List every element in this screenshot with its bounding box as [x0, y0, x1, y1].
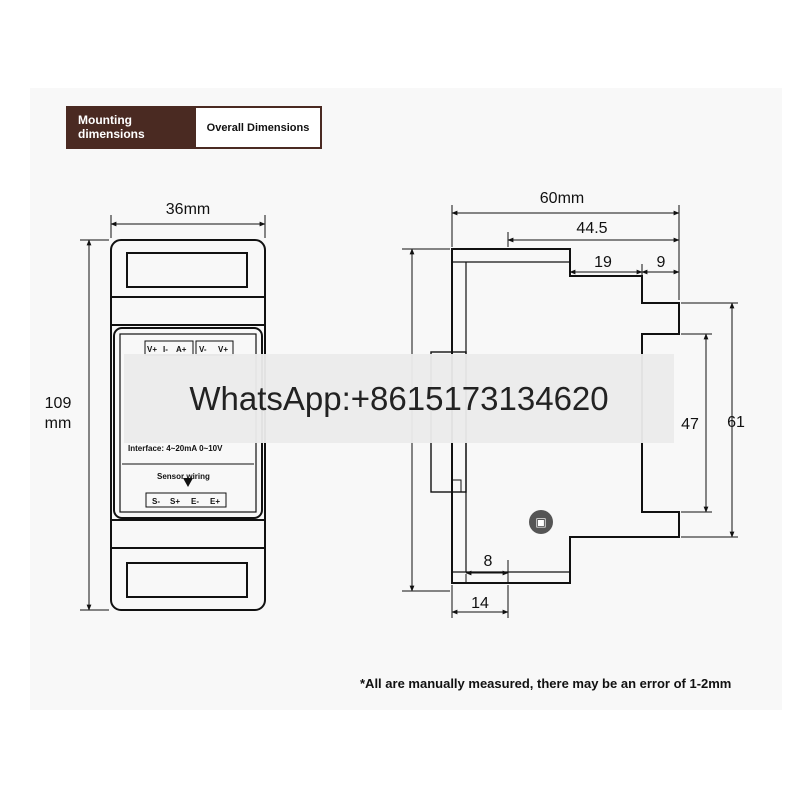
dim-19-label: 19: [594, 254, 612, 271]
interface-text: Interface: 4~20mA 0~10V: [128, 444, 223, 453]
dim-109-unit: mm: [45, 415, 72, 432]
dim-9-label: 9: [657, 254, 666, 271]
dimension-tabs: Mounting dimensions Overall Dimensions: [66, 106, 322, 149]
terminal-label: A+: [176, 345, 187, 354]
front-top-window: [126, 252, 248, 288]
dim-109-value: 109: [45, 395, 72, 412]
image-search-button[interactable]: ▣: [529, 510, 553, 534]
terminal-label: V-: [199, 345, 207, 354]
dim-61-label: 61: [727, 414, 745, 431]
terminal-label: V+: [147, 345, 157, 354]
sensor-arrow-icon: [183, 478, 193, 487]
dim-14-label: 14: [471, 595, 489, 612]
front-bottom-window: [126, 562, 248, 598]
tab-overall-dimensions[interactable]: Overall Dimensions: [206, 121, 310, 134]
front-top-terminal-labels: V+ I- A+ V- V+: [147, 345, 228, 354]
side-view: [430, 248, 680, 584]
terminal-label: S-: [152, 497, 160, 506]
dim-60-label: 60mm: [540, 190, 584, 207]
dim-44-5-label: 44.5: [576, 220, 607, 237]
side-housing: [451, 248, 680, 584]
dim-36-label: 36mm: [166, 201, 210, 218]
terminal-label: I-: [163, 345, 168, 354]
terminal-label: E+: [210, 497, 220, 506]
measurement-note: *All are manually measured, there may be…: [360, 676, 732, 691]
dim-8-label: 8: [484, 553, 493, 570]
camera-icon: ▣: [535, 515, 547, 529]
terminal-label: S+: [170, 497, 180, 506]
sensor-wiring-label: Sensor wiring: [157, 472, 210, 481]
tab-mounting-dimensions[interactable]: Mounting dimensions: [68, 108, 196, 147]
front-bottom-terminal-labels: S- S+ E- E+: [152, 497, 220, 506]
terminal-label: E-: [191, 497, 199, 506]
dim-47-label: 47: [681, 416, 699, 433]
terminal-label: V+: [218, 345, 228, 354]
whatsapp-watermark: WhatsApp:+8615173134620: [124, 354, 674, 443]
